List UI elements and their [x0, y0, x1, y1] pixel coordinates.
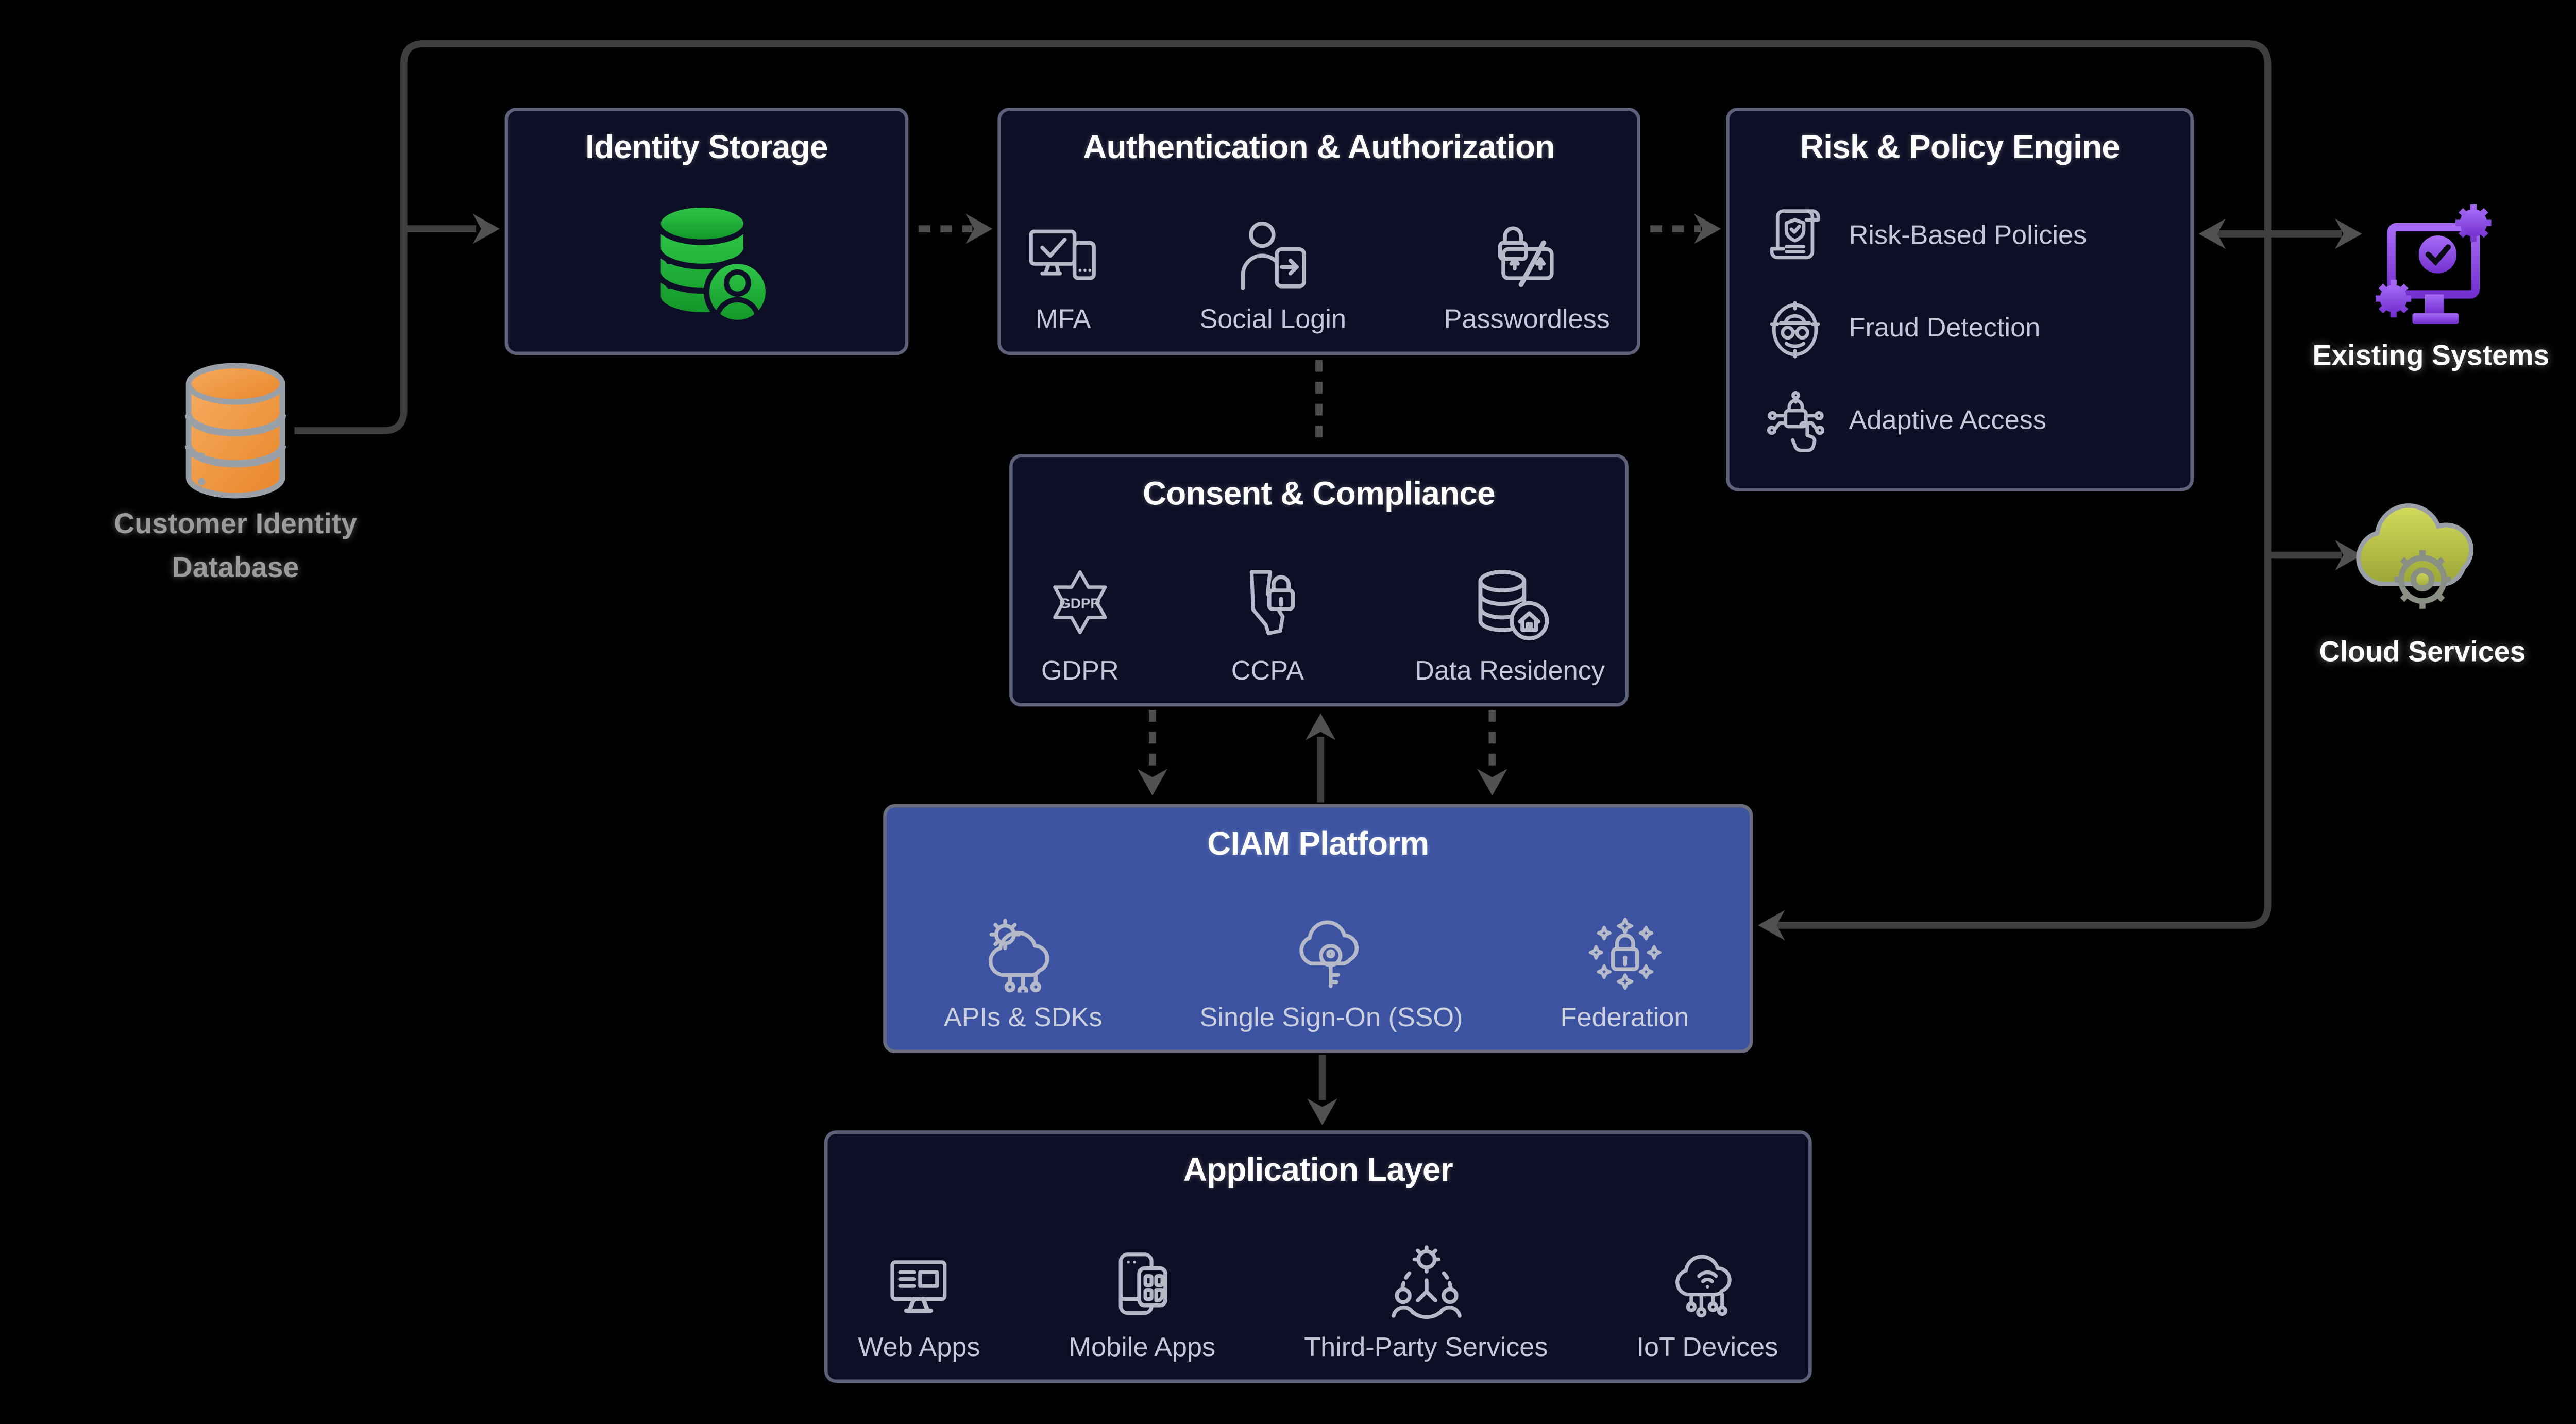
passwordless-label: Passwordless — [1444, 306, 1610, 335]
arrowhead-identity-auth — [965, 213, 993, 244]
web-apps-label: Web Apps — [858, 1334, 980, 1363]
gdpr-label: GDPR — [1041, 657, 1119, 687]
arrowhead-ciam-consent — [1305, 713, 1336, 740]
apis-sdks-label: APIs & SDKs — [943, 1004, 1103, 1033]
third-party-item: Third-Party Services — [1304, 1245, 1548, 1364]
arrowhead-consent-ciam-right — [1477, 769, 1507, 796]
apis-sdks-item: APIs & SDKs — [944, 915, 1103, 1035]
federation-label: Federation — [1560, 1004, 1689, 1033]
arrowhead-into-existing — [2335, 218, 2362, 249]
application-layer-box: Application Layer Web Apps — [824, 1130, 1812, 1383]
arrowhead-into-identity — [472, 213, 500, 244]
cloud-services-icon — [2350, 488, 2495, 626]
risk-policies-icon — [1763, 205, 1827, 269]
federation-item: Federation — [1561, 915, 1689, 1035]
third-party-label: Third-Party Services — [1304, 1334, 1548, 1363]
risk-policy-engine-box: Risk & Policy Engine Risk-Based Policies — [1726, 107, 2194, 491]
existing-systems-label: Existing Systems — [2312, 340, 2550, 372]
gdpr-icon: GDPR — [1040, 565, 1121, 646]
mfa-label: MFA — [1035, 306, 1091, 335]
arrowhead-into-cloud — [2335, 540, 2362, 570]
iot-devices-label: IoT Devices — [1636, 1334, 1778, 1363]
adaptive-access-item: Adaptive Access — [1763, 391, 2087, 454]
fraud-detection-icon — [1763, 298, 1827, 362]
application-layer-title: Application Layer — [1183, 1152, 1453, 1190]
web-apps-icon — [882, 1248, 956, 1323]
social-login-icon — [1234, 217, 1312, 294]
arrowhead-consent-ciam-left — [1137, 769, 1168, 796]
customer-database-label-line2: Database — [172, 552, 299, 584]
federation-icon — [1586, 915, 1663, 992]
social-login-item: Social Login — [1199, 217, 1346, 336]
arrowhead-into-risk — [2198, 218, 2226, 249]
gdpr-badge-text: GDPR — [1059, 595, 1100, 611]
existing-systems-icon — [2362, 202, 2496, 336]
data-residency-icon — [1469, 565, 1550, 646]
fraud-detection-item: Fraud Detection — [1763, 298, 2087, 362]
data-residency-label: Data Residency — [1415, 657, 1605, 687]
identity-database-icon — [636, 195, 777, 336]
risk-policy-title: Risk & Policy Engine — [1800, 129, 2120, 167]
sso-item: Single Sign-On (SSO) — [1200, 915, 1463, 1035]
ccpa-item: CCPA — [1227, 565, 1308, 688]
mobile-apps-item: Mobile Apps — [1069, 1248, 1216, 1364]
third-party-icon — [1387, 1245, 1465, 1322]
connector-main-loop — [294, 40, 2272, 929]
mobile-apps-label: Mobile Apps — [1069, 1334, 1216, 1363]
ccpa-label: CCPA — [1231, 657, 1304, 687]
arrowhead-into-ciam-right — [1758, 910, 1785, 941]
identity-storage-title: Identity Storage — [585, 129, 828, 167]
mfa-icon — [1025, 217, 1102, 294]
mobile-apps-icon — [1105, 1248, 1179, 1323]
risk-based-policies-item: Risk-Based Policies — [1763, 205, 2087, 269]
passwordless-icon — [1488, 217, 1566, 294]
authentication-authorization-box: Authentication & Authorization MFA — [997, 107, 1640, 355]
web-apps-item: Web Apps — [858, 1248, 980, 1364]
adaptive-access-label: Adaptive Access — [1849, 407, 2046, 436]
cloud-services-label: Cloud Services — [2319, 636, 2526, 668]
mfa-item: MFA — [1025, 217, 1102, 336]
social-login-label: Social Login — [1199, 306, 1347, 335]
iot-icon — [1670, 1248, 1744, 1323]
sso-icon — [1293, 915, 1370, 992]
ccpa-icon — [1227, 565, 1308, 646]
arrowhead-auth-risk — [1694, 213, 1721, 244]
iot-devices-item: IoT Devices — [1636, 1248, 1778, 1364]
authentication-title: Authentication & Authorization — [1083, 129, 1555, 167]
data-residency-item: Data Residency — [1415, 565, 1605, 688]
sso-label: Single Sign-On (SSO) — [1199, 1004, 1463, 1033]
adaptive-access-icon — [1763, 391, 1827, 454]
fraud-detection-label: Fraud Detection — [1849, 314, 2041, 344]
risk-based-policies-label: Risk-Based Policies — [1849, 222, 2087, 251]
arrowhead-ciam-app — [1307, 1098, 1337, 1126]
consent-compliance-box: Consent & Compliance GDPR GDPR — [1009, 454, 1629, 707]
passwordless-item: Passwordless — [1444, 217, 1610, 336]
customer-database-icon — [172, 360, 299, 501]
ciam-platform-title: CIAM Platform — [1207, 826, 1429, 863]
customer-database-label-line1: Customer Identity — [114, 508, 358, 540]
apis-sdks-icon — [985, 915, 1062, 993]
customer-database-label: Customer Identity Database — [33, 503, 437, 590]
consent-compliance-title: Consent & Compliance — [1143, 476, 1496, 513]
identity-storage-box: Identity Storage — [504, 107, 909, 355]
ciam-platform-box: CIAM Platform APIs & SDKs — [883, 804, 1753, 1054]
gdpr-item: GDPR GDPR — [1040, 565, 1121, 688]
